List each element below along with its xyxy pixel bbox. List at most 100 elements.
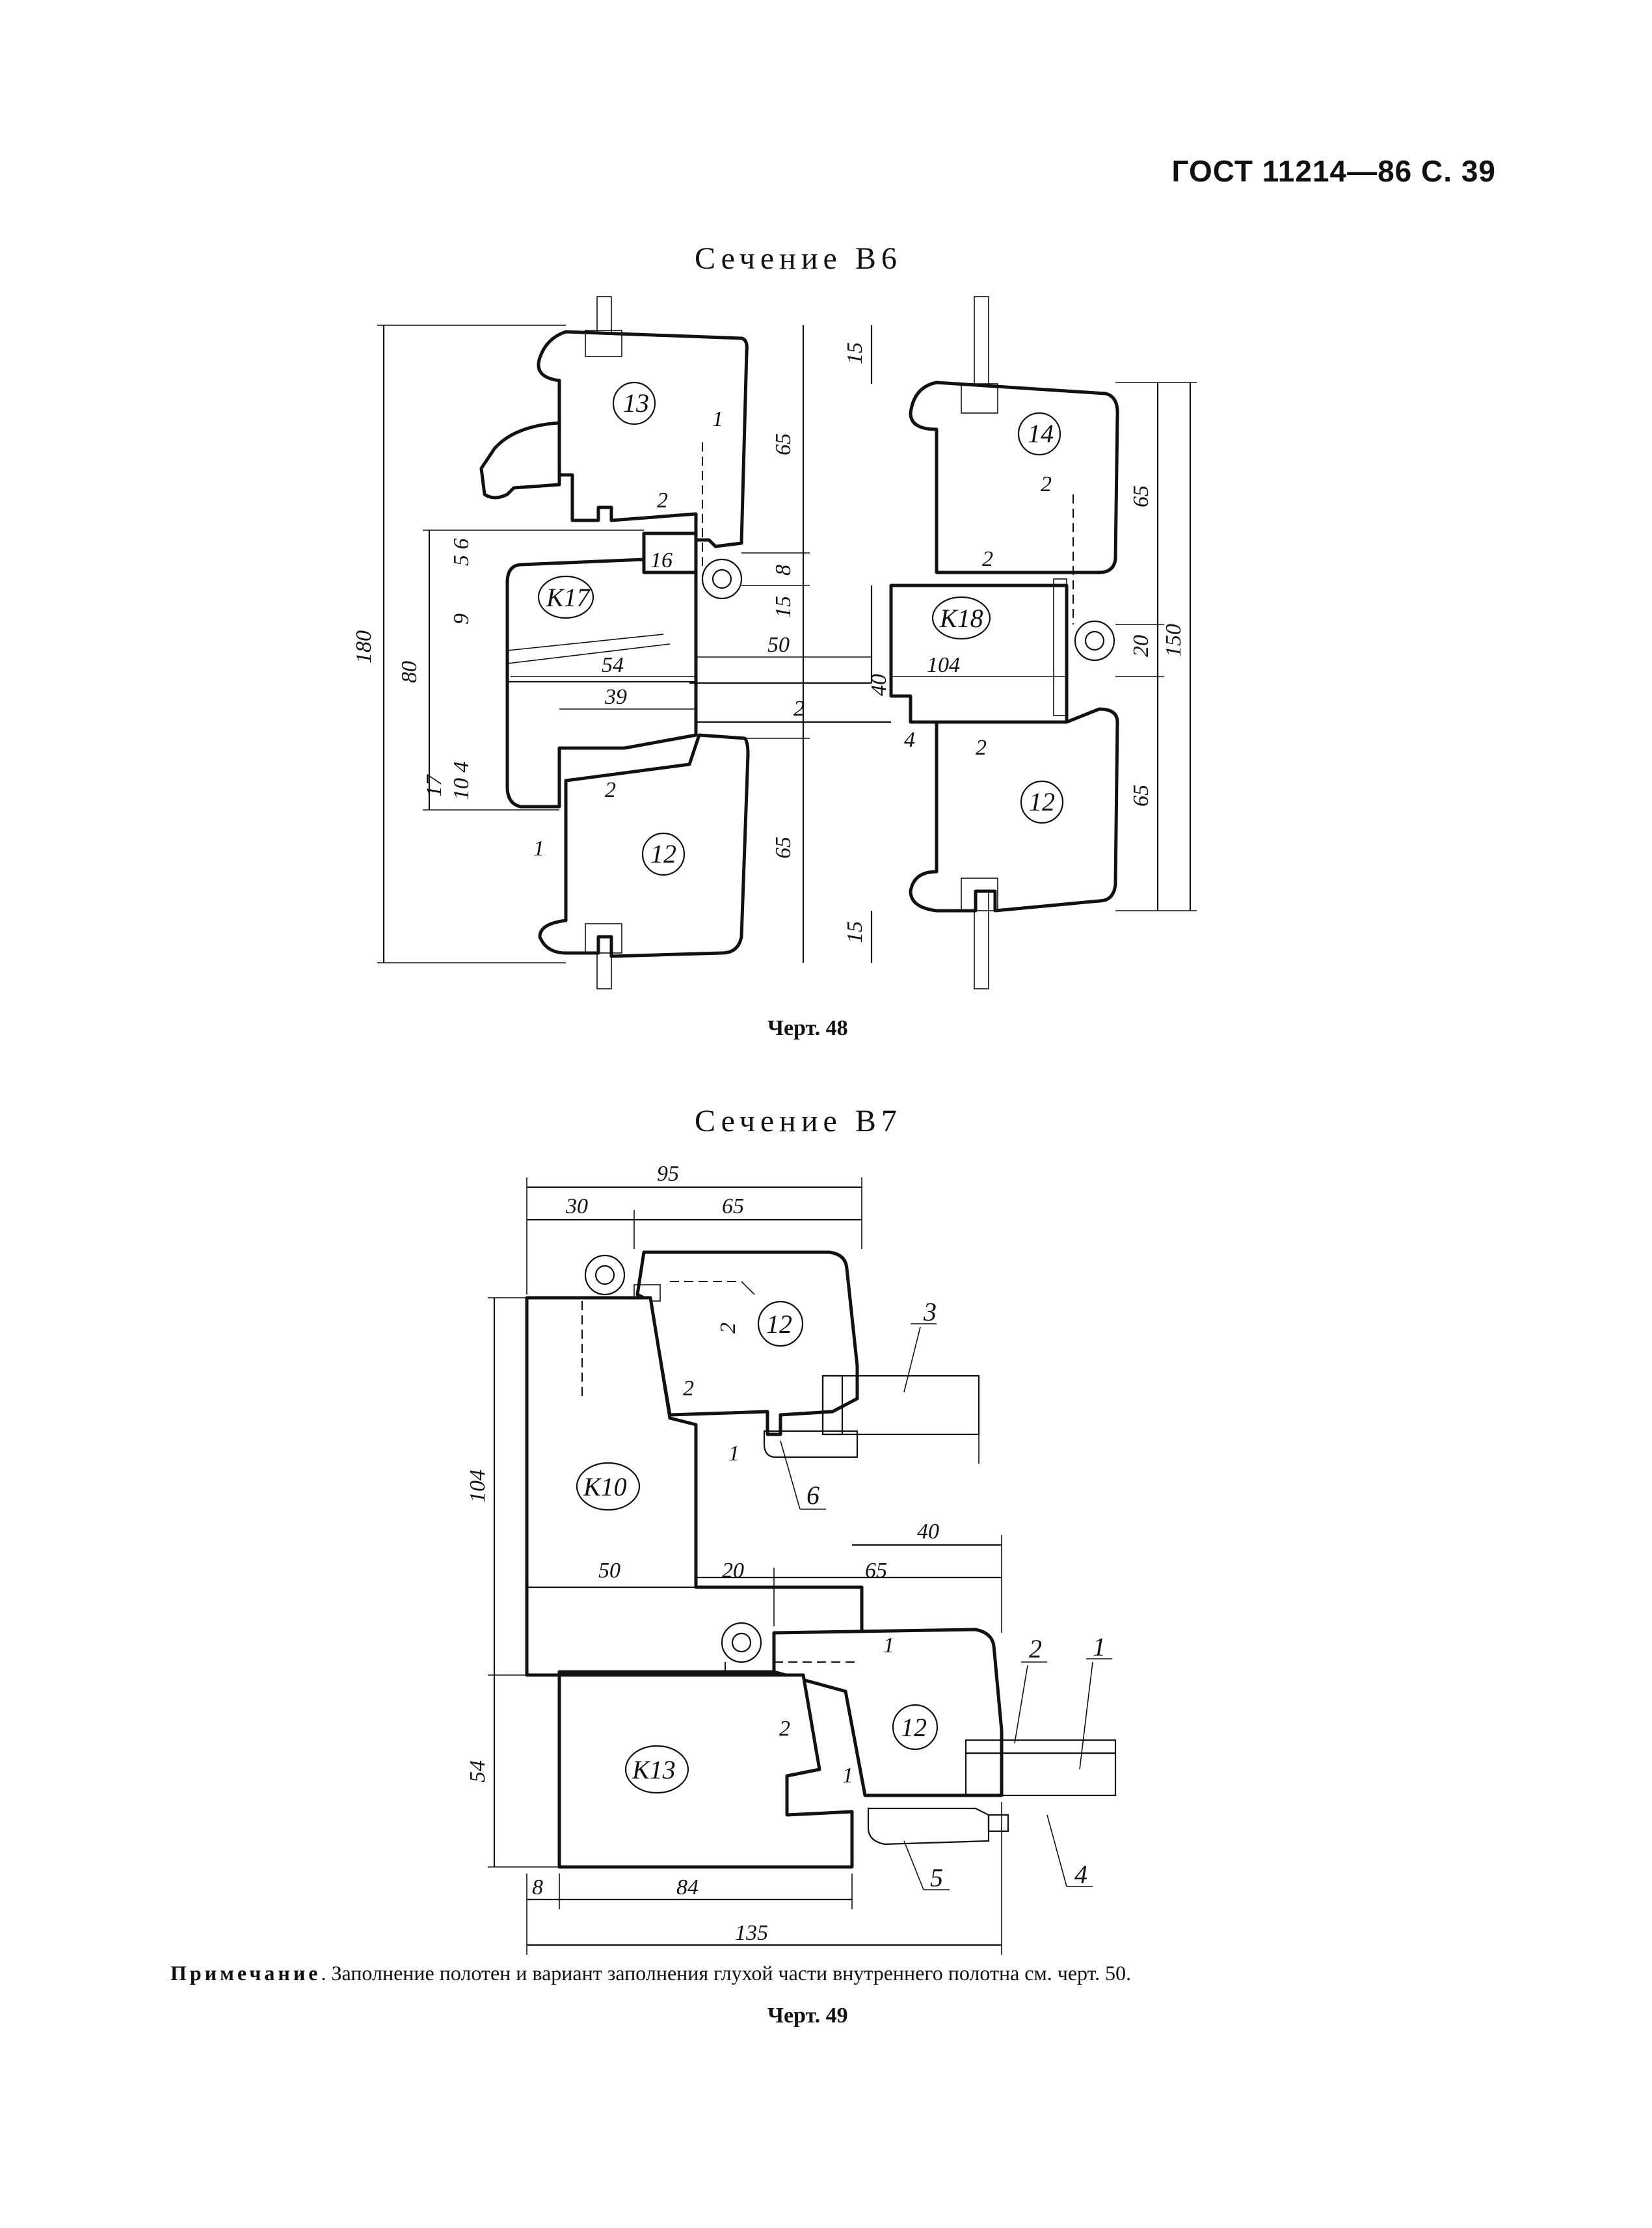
dim-2: 2 xyxy=(683,1376,694,1401)
dim-65: 65 xyxy=(771,433,795,455)
dim-65: 65 xyxy=(865,1559,887,1583)
figure-48-title: Сечение В6 xyxy=(695,241,902,276)
profile-12-left-label: 12 xyxy=(650,839,676,868)
profile-K13 xyxy=(525,1673,854,1869)
dim-65: 65 xyxy=(722,1194,744,1218)
hinge-icon xyxy=(701,558,743,600)
dim-2: 2 xyxy=(779,1717,790,1741)
note-text: . Заполнение полотен и вариант заполнени… xyxy=(321,1961,1132,1985)
dim-50: 50 xyxy=(767,633,790,657)
callout-4: 4 xyxy=(1074,1860,1087,1889)
profile-14 xyxy=(909,381,1119,574)
seal xyxy=(585,923,622,954)
dim-15: 15 xyxy=(771,596,795,618)
dim-5-6: 5 6 xyxy=(449,539,473,567)
profile-12-right xyxy=(909,707,1119,913)
profile-13-label: 13 xyxy=(623,388,649,418)
label-circle xyxy=(537,575,594,619)
dim-1: 1 xyxy=(883,1633,894,1658)
dim-2: 2 xyxy=(1041,472,1052,496)
label-circle xyxy=(757,1300,804,1347)
dim-17: 17 xyxy=(422,773,446,797)
label-circle xyxy=(576,1462,641,1511)
callout-1: 1 xyxy=(1093,1632,1106,1661)
dim-50: 50 xyxy=(598,1559,620,1583)
figure-49-title: Сечение В7 xyxy=(695,1104,902,1138)
label-circle xyxy=(641,832,686,876)
profile-12-top-label: 12 xyxy=(766,1309,792,1339)
dim-8: 8 xyxy=(532,1875,543,1899)
dim-1: 1 xyxy=(728,1442,739,1466)
dim-65: 65 xyxy=(771,837,795,859)
note: Примечание. Заполнение полотен и вариант… xyxy=(170,1961,1131,1985)
profile-12-bottom xyxy=(772,1628,1004,1797)
dim-84: 84 xyxy=(676,1875,699,1899)
dim-4: 4 xyxy=(904,728,915,752)
profile-14-label: 14 xyxy=(1028,419,1054,448)
strip-5 xyxy=(867,1807,990,1845)
dim-80: 80 xyxy=(397,661,421,683)
profile-12-right-label: 12 xyxy=(1029,787,1055,816)
dim-2: 2 xyxy=(657,489,668,513)
callout-2: 2 xyxy=(1029,1634,1042,1663)
seal xyxy=(585,330,622,357)
hinge-icon xyxy=(1074,620,1115,662)
strip-6 xyxy=(763,1430,859,1458)
dim-39: 39 xyxy=(604,685,627,709)
dim-15: 15 xyxy=(843,921,867,943)
profile-K13-label: K13 xyxy=(632,1755,676,1784)
seal xyxy=(961,878,998,911)
dim-180: 180 xyxy=(352,630,376,664)
label-circle xyxy=(892,1704,939,1751)
dim-8: 8 xyxy=(771,565,795,576)
label-circle xyxy=(1020,780,1064,824)
dim-30: 30 xyxy=(565,1194,588,1218)
dim-95: 95 xyxy=(657,1162,679,1186)
figure-48-caption: Черт. 48 xyxy=(767,1016,848,1040)
figure-49-drawing: 12 K10 12 K13 xyxy=(466,1162,1117,1955)
dim-20: 20 xyxy=(722,1559,744,1583)
label-circle xyxy=(624,1745,689,1794)
dim-1: 1 xyxy=(712,407,723,431)
dim-2: 2 xyxy=(605,778,616,802)
profile-K17-label: K17 xyxy=(546,583,591,612)
dim-65: 65 xyxy=(1129,785,1153,807)
dim-16: 16 xyxy=(650,548,673,572)
callout-3: 3 xyxy=(923,1297,937,1326)
dim-2: 2 xyxy=(976,736,987,760)
label-circle xyxy=(1017,412,1061,456)
hinge-icon xyxy=(584,1254,626,1296)
dim-135: 135 xyxy=(735,1921,768,1945)
profile-12-bottom-label: 12 xyxy=(901,1713,927,1742)
dim-104: 104 xyxy=(927,653,960,677)
panel-1 xyxy=(1000,1752,1117,1797)
dim-9: 9 xyxy=(449,613,473,624)
callout-5: 5 xyxy=(930,1863,943,1892)
dim-10-4: 10 4 xyxy=(449,762,473,801)
hinge-icon xyxy=(721,1622,762,1663)
dim-20: 20 xyxy=(1129,635,1153,657)
profile-13 xyxy=(479,330,749,548)
dim-15: 15 xyxy=(843,342,867,364)
gasket xyxy=(1053,578,1067,716)
dim-54: 54 xyxy=(602,653,624,677)
dim-40: 40 xyxy=(917,1520,939,1544)
glass-strip xyxy=(974,296,989,385)
profile-12-top xyxy=(635,1250,859,1436)
callout-6: 6 xyxy=(806,1481,819,1510)
dim-2: 2 xyxy=(716,1322,740,1334)
profile-K17 xyxy=(505,531,698,809)
dim-40: 40 xyxy=(867,674,891,696)
note-lead: Примечание xyxy=(170,1961,321,1985)
label-circle xyxy=(931,596,991,640)
figure-49-caption: Черт. 49 xyxy=(767,2004,848,2028)
profile-K10-label: K10 xyxy=(583,1472,627,1501)
dim-54: 54 xyxy=(466,1760,490,1782)
dim-104: 104 xyxy=(466,1470,490,1503)
dim-2: 2 xyxy=(982,547,993,571)
dim-65: 65 xyxy=(1129,485,1153,507)
dim-2: 2 xyxy=(793,697,805,721)
profile-K17-block xyxy=(642,531,698,574)
profile-K18-label: K18 xyxy=(939,604,983,633)
